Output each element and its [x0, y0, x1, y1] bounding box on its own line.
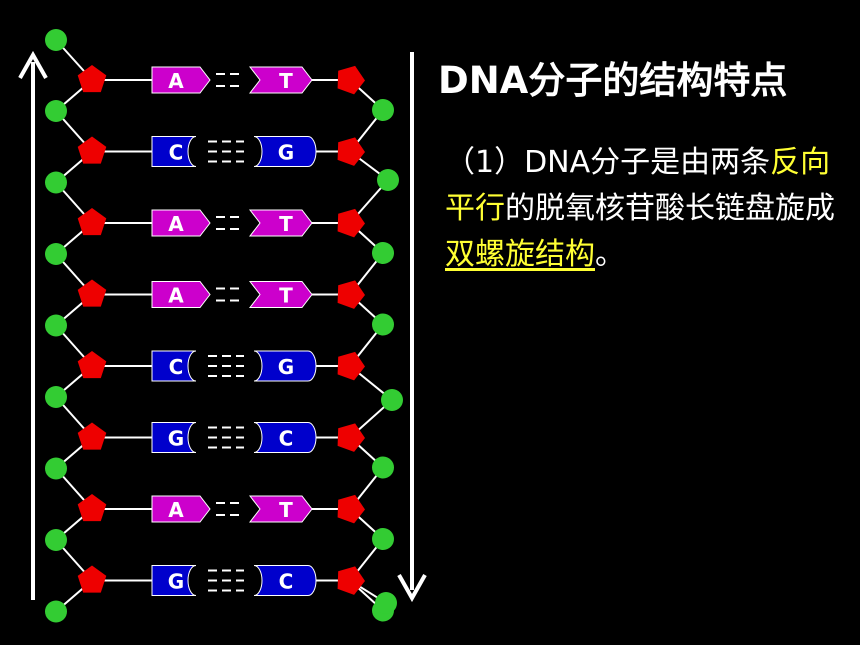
right-deoxyribose-pentagon: [337, 208, 365, 238]
right-deoxyribose-pentagon: [337, 566, 365, 595]
right-backbone-line: [348, 79, 394, 612]
left-base-block: [151, 209, 211, 237]
left-base-label: C: [169, 355, 184, 379]
left-deoxyribose-pentagon: [77, 565, 107, 593]
left-phosphate-circle: [45, 457, 67, 480]
right-base-label: G: [278, 355, 294, 379]
left-base-block: [151, 422, 197, 453]
right-phosphate-circle: [372, 528, 394, 550]
left-phosphate-circle: [45, 29, 67, 51]
right-deoxyribose-pentagon: [337, 137, 365, 166]
right-base-block: [253, 350, 317, 382]
right-deoxyribose-pentagon: [337, 65, 365, 95]
right-base-label: T: [279, 212, 293, 236]
left-base-block: [151, 66, 211, 94]
left-base-block: [151, 565, 197, 596]
right-base-block: [253, 565, 317, 596]
left-deoxyribose-pentagon: [77, 494, 107, 522]
dna-structure-diagram: A T C G A T A T C G G C A T G C: [18, 29, 427, 623]
left-phosphate-circle: [45, 100, 67, 122]
left-deoxyribose-pentagon: [77, 208, 107, 236]
right-base-block: [253, 422, 317, 453]
right-phosphate-circle: [377, 169, 399, 191]
right-deoxyribose-pentagon: [337, 351, 365, 381]
right-phosphate-circle: [372, 242, 394, 264]
right-base-block: [248, 66, 313, 94]
right-phosphate-circle: [372, 456, 394, 479]
left-deoxyribose-pentagon: [77, 422, 107, 450]
slide-title: DNA分子的结构特点: [438, 59, 788, 102]
right-base-block: [248, 209, 313, 237]
left-base-label: C: [169, 141, 184, 165]
left-base-block: [151, 281, 211, 308]
right-base-label: T: [279, 69, 293, 93]
left-phosphate-circle: [45, 243, 67, 265]
left-deoxyribose-pentagon: [77, 136, 107, 164]
right-phosphate-circle: [372, 99, 394, 121]
right-base-label: T: [279, 498, 293, 522]
strand-direction-arrows: [18, 50, 427, 603]
left-base-block: [151, 136, 197, 167]
paragraph-text-3: 。: [595, 237, 625, 272]
left-deoxyribose-pentagon: [77, 65, 107, 93]
left-deoxyribose-pentagon: [77, 351, 107, 379]
left-up-arrowhead: [18, 50, 48, 79]
left-base-block: [151, 350, 197, 382]
left-base-label: A: [168, 498, 184, 522]
left-phosphate-circle: [45, 314, 67, 337]
left-phosphate-circle: [45, 529, 67, 551]
left-base-label: A: [168, 284, 184, 308]
right-base-label: C: [279, 427, 294, 451]
right-base-label: G: [278, 141, 294, 165]
right-phosphate-circle: [375, 592, 397, 614]
left-phosphate-circle: [45, 386, 67, 408]
right-base-label: T: [279, 284, 293, 308]
right-deoxyribose-pentagon: [337, 423, 365, 452]
right-down-arrowhead: [397, 574, 427, 603]
left-base-block: [151, 495, 211, 523]
paragraph-text-2: 的脱氧核苷酸长链盘旋成: [505, 191, 835, 226]
paragraph-text-1: （1）DNA分子是由两条: [445, 145, 771, 180]
right-phosphate-circle: [381, 389, 403, 411]
highlight-antiparallel: 反向平行: [445, 145, 831, 226]
right-base-block: [248, 495, 313, 523]
left-base-label: A: [168, 212, 184, 236]
right-base-label: C: [279, 570, 294, 594]
right-base-block: [253, 136, 317, 167]
highlight-double-helix: 双螺旋结构: [445, 237, 595, 272]
left-phosphate-circle: [45, 600, 67, 623]
description-paragraph: （1）DNA分子是由两条反向平行的脱氧核苷酸长链盘旋成双螺旋结构。: [445, 140, 845, 278]
right-deoxyribose-pentagon: [337, 280, 365, 309]
left-phosphate-circle: [45, 171, 67, 194]
left-base-label: G: [168, 427, 184, 451]
right-deoxyribose-pentagon: [337, 494, 365, 524]
right-phosphate-circle: [372, 313, 394, 336]
right-base-block: [248, 281, 313, 308]
left-deoxyribose-pentagon: [77, 279, 107, 307]
sugar-phosphate-backbone: [54, 39, 394, 613]
base-pairs: A T C G A T A T C G G C A T G C: [45, 29, 403, 623]
left-base-label: A: [168, 69, 184, 93]
left-base-label: G: [168, 570, 184, 594]
